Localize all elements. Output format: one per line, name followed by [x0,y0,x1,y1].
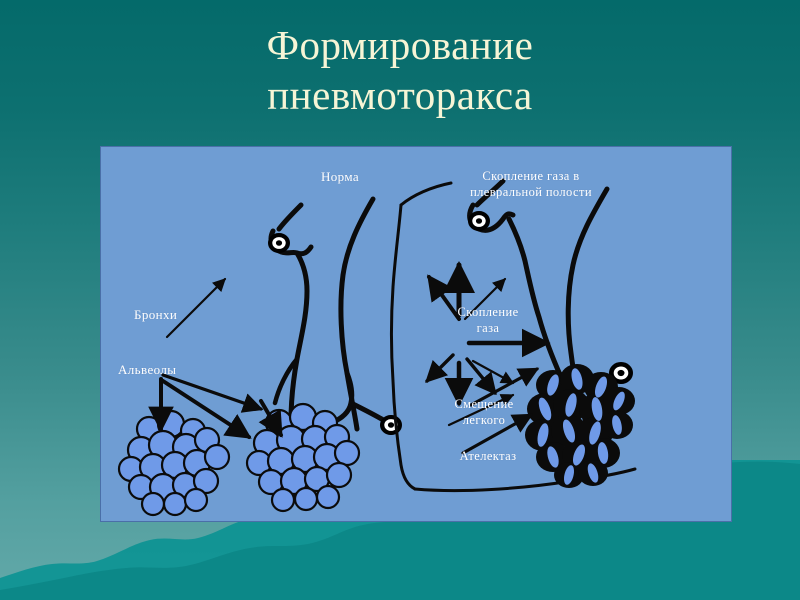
diagram-panel: Норма Бронхи Альвеолы Скопление газа в п… [100,146,732,522]
alveoli-cluster-left [117,409,231,517]
pneumothorax-illustration [117,178,637,517]
bronchus-cut-marker-left [268,233,290,253]
bronchus-cut-marker-right [468,211,490,231]
left-diagram-arrows [148,277,283,439]
label-atelektaz: Ателектаз [459,449,517,463]
atelectasis-cluster [525,364,635,488]
alveoli-cluster-right [245,402,361,513]
label-smeshenie-legkogo: Смещение легкого [454,397,514,427]
label-skoplenie-gaza-v-plevralnoy-polosti: Скопление газа в плевральной полости [470,169,592,199]
gas-pressure-arrows [425,260,551,427]
label-alveoli: Альвеолы [118,362,177,377]
label-norma: Норма [320,169,360,184]
label-skoplenie-gaza: Скопление газа [457,305,519,335]
page-title: Формирование пневмоторакса [266,22,534,119]
bronchus-cut-marker-hilum [609,362,633,384]
label-bronhi: Бронхи [134,307,178,322]
right-diagram-label-arrows [461,367,540,455]
